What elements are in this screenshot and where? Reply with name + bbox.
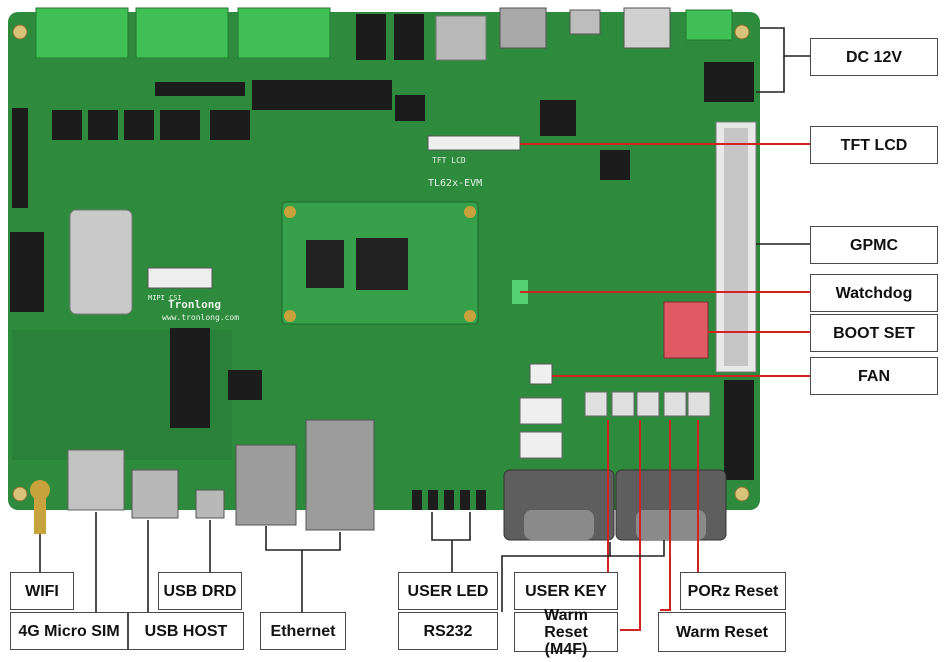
key-button (584, 391, 608, 417)
key-button (636, 391, 660, 417)
rs485-chip (155, 82, 245, 96)
uart-connector (519, 431, 563, 459)
ic-chip (210, 110, 250, 140)
label-porz-reset: PORz Reset (680, 572, 786, 610)
chip (228, 370, 262, 400)
label-usb-drd: USB DRD (158, 572, 242, 610)
lvds-header (12, 108, 28, 208)
silkscreen-text: www.tronlong.com (162, 313, 239, 322)
som-screw (284, 206, 296, 218)
leader-lines-red (520, 143, 810, 631)
sd-slot (435, 15, 487, 61)
label-fan: FAN (810, 357, 938, 395)
label-usb-host: USB HOST (128, 612, 244, 650)
silkscreen-text: Tronlong (168, 298, 221, 311)
leader-lines-black (39, 27, 810, 612)
power-switch (623, 7, 671, 49)
key-button (611, 391, 635, 417)
label-tft-lcd: TFT LCD (810, 126, 938, 164)
label-dc-12v: DC 12V (810, 38, 938, 76)
label-user-led: USER LED (398, 572, 498, 610)
label-ethernet: Ethernet (260, 612, 346, 650)
mipi-csi-connector (147, 267, 213, 289)
db9-port-face (524, 510, 594, 540)
dc-jack (704, 62, 754, 102)
label-4g-micro-sim: 4G Micro SIM (10, 612, 128, 650)
ic-chip (160, 110, 200, 140)
label-warm-reset-m4f: Warm Reset (M4F) (514, 607, 618, 658)
audio-jack (394, 14, 424, 60)
user-led (460, 490, 470, 510)
right-header (724, 380, 754, 480)
terminal-block (35, 7, 129, 59)
key-button (687, 391, 711, 417)
audio-jack (356, 14, 386, 60)
boot-dip-switch (663, 301, 709, 359)
battery-holder (69, 209, 133, 315)
user-led (412, 490, 422, 510)
fan-connector (529, 363, 553, 385)
silkscreen-text: TL62x-EVM (428, 178, 482, 189)
label-rs232: RS232 (398, 612, 498, 650)
ic-chip (124, 110, 154, 140)
usb-host-port (131, 469, 179, 519)
label-boot-set: BOOT SET (810, 314, 938, 352)
label-warm-reset: Warm Reset (658, 612, 786, 652)
ic-chip (52, 110, 82, 140)
label-user-key: USER KEY (514, 572, 618, 610)
som-memory (306, 240, 344, 288)
terminal-block (135, 7, 229, 59)
jtag-header (10, 232, 44, 312)
mount-hole (12, 24, 28, 40)
silkscreen-text: TFT LCD (432, 156, 466, 165)
usb-c-port (569, 9, 601, 35)
mount-hole (12, 486, 28, 502)
usb-drd-port (195, 489, 225, 519)
terminal-block (685, 9, 733, 41)
gpmc-header-inner (724, 128, 748, 366)
wifi-antenna (34, 490, 46, 534)
header-strip (252, 80, 392, 110)
tft-lcd-connector (427, 135, 521, 151)
hdmi-port (499, 7, 547, 49)
som-screw (464, 310, 476, 322)
terminal-block (237, 7, 331, 59)
ic-chip (540, 100, 576, 136)
ic-chip (395, 95, 425, 121)
sim-slot (67, 449, 125, 511)
som-screw (284, 310, 296, 322)
ethernet-port (305, 419, 375, 531)
ic-chip (88, 110, 118, 140)
user-led (428, 490, 438, 510)
user-led (444, 490, 454, 510)
som-screw (464, 206, 476, 218)
label-wifi: WIFI (10, 572, 74, 610)
ic-chip (600, 150, 630, 180)
label-gpmc: GPMC (810, 226, 938, 264)
mount-hole (734, 24, 750, 40)
mount-hole (734, 486, 750, 502)
key-button (663, 391, 687, 417)
som-processor (356, 238, 408, 290)
ethernet-port (235, 444, 297, 526)
m2-slot (170, 328, 210, 428)
silkscreen-text: MIPI CSI (148, 294, 182, 302)
uart-connector (519, 397, 563, 425)
label-watchdog: Watchdog (810, 274, 938, 312)
user-led (476, 490, 486, 510)
